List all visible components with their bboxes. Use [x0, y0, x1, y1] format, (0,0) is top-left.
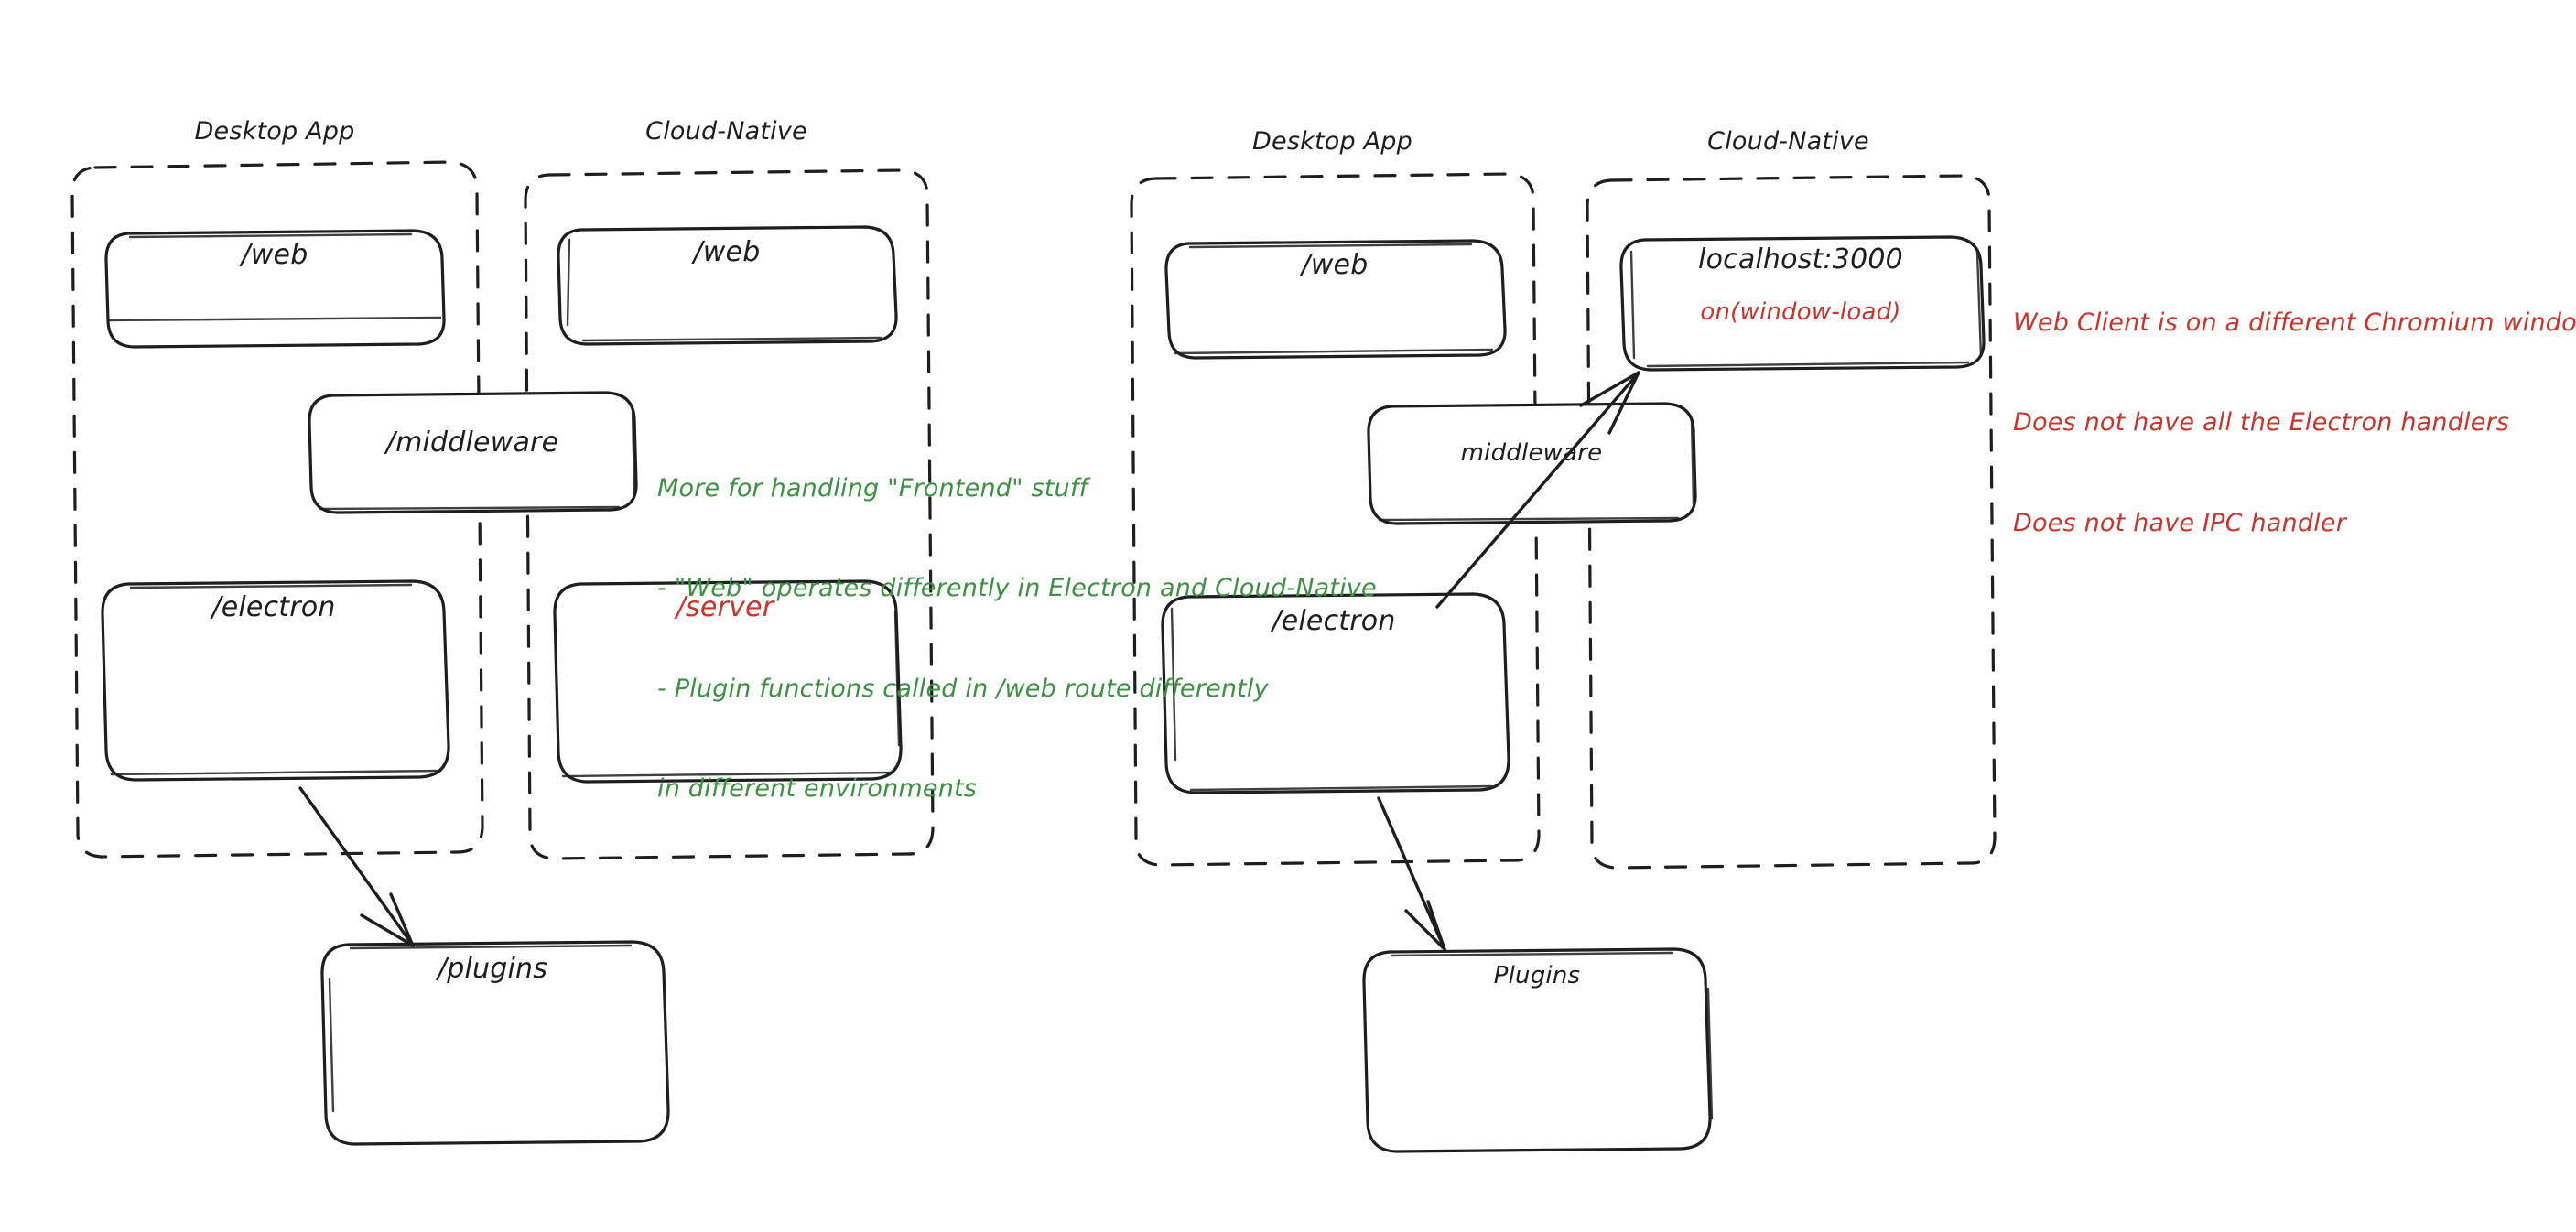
annotation-green-line-2: - "Web" operates differently in Electron…: [657, 574, 1377, 603]
box-left-plugins: [320, 940, 670, 1146]
box-right-plugins: [1362, 947, 1714, 1153]
box-left-desktop-web: [104, 229, 446, 349]
box-label-right-plugins: Plugins: [1493, 962, 1581, 989]
box-right-localhost: [1619, 235, 1986, 372]
box-label-left-plugins: /plugins: [437, 953, 548, 985]
group-left-cloud-native: [524, 168, 935, 860]
group-title-right-cloud-native: Cloud-Native: [1707, 127, 1869, 156]
arrow-left-electron-to-plugins: [298, 786, 415, 947]
group-right-desktop-app: [1130, 172, 1541, 867]
box-label-right-localhost: localhost:3000: [1698, 243, 1903, 276]
box-left-server: [553, 579, 903, 784]
group-title-right-desktop-app: Desktop App: [1252, 127, 1412, 156]
box-label-right-desktop-web: /web: [1301, 249, 1369, 281]
arrow-right-electron-to-localhost: [1435, 371, 1640, 609]
annotation-red-line-3: Does not have IPC handler: [2013, 508, 2347, 537]
annotation-red-line-2: Does not have all the Electron handlers: [2013, 408, 2510, 438]
box-label-right-middleware: middleware: [1460, 439, 1603, 467]
annotation-red-line-1: Web Client is on a different Chromium wi…: [2013, 308, 2576, 337]
box-left-electron: [101, 579, 450, 782]
box-right-middleware: [1367, 402, 1697, 525]
group-right-cloud-native: [1586, 174, 1997, 870]
box-sublabel-right-on-window-load: on(window-load): [1700, 298, 1901, 326]
box-label-left-server: /server: [676, 591, 774, 623]
group-left-desktop-app: [70, 160, 484, 859]
box-left-cloud-web: [557, 225, 898, 346]
group-title-left-desktop-app: Desktop App: [194, 117, 355, 146]
box-label-left-electron: /electron: [211, 591, 336, 623]
group-title-left-cloud-native: Cloud-Native: [645, 117, 807, 146]
annotation-green-note: More for handling "Frontend" stuff - "We…: [657, 405, 1377, 872]
box-label-right-electron: /electron: [1272, 605, 1396, 637]
box-left-middleware: [308, 391, 638, 514]
box-label-left-desktop-web: /web: [241, 239, 308, 271]
annotation-green-line-1: More for handling "Frontend" stuff: [657, 473, 1088, 503]
box-label-left-cloud-web: /web: [693, 236, 761, 268]
box-right-electron: [1161, 592, 1510, 794]
annotation-green-line-3: - Plugin functions called in /web route …: [657, 674, 1269, 703]
box-label-left-middleware: /middleware: [385, 427, 559, 459]
annotation-green-line-4: in different environments: [657, 773, 978, 803]
box-right-desktop-web: [1164, 239, 1507, 360]
annotation-red-note: Web Client is on a different Chromium wi…: [2013, 240, 2576, 607]
arrow-right-electron-to-plugins: [1377, 796, 1446, 951]
